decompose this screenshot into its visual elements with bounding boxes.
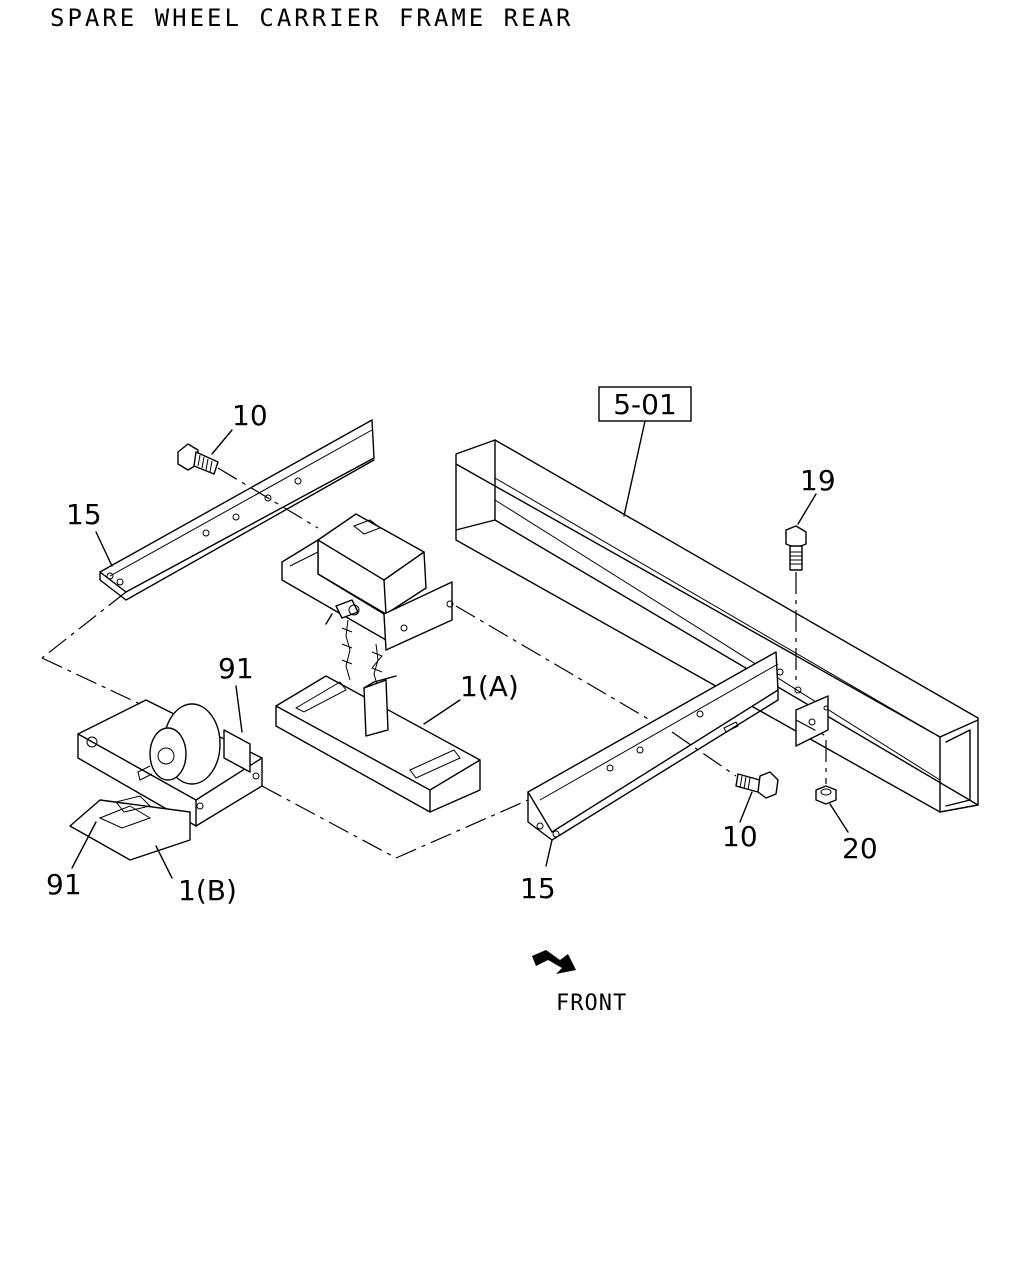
page-title: SPARE WHEEL CARRIER FRAME REAR (50, 4, 574, 32)
front-label: FRONT (556, 991, 627, 1016)
nut-20 (815, 785, 837, 805)
bracket-top-left (99, 419, 375, 601)
bracket-lower-right (527, 651, 802, 841)
leader-lines (71, 429, 849, 879)
arrow-icon (532, 950, 576, 974)
callout-bracket-15-top: 15 (66, 498, 102, 531)
carrier-a-tray (275, 675, 481, 813)
reference-box: 5-01 (598, 386, 692, 517)
callout-bolt-10-top: 10 (232, 399, 268, 432)
callout-bolt-19: 19 (800, 464, 836, 497)
frame-rail (455, 439, 979, 813)
bolt-lower-right (735, 771, 779, 799)
reference-label: 5-01 (613, 388, 677, 421)
callout-carrier-1a: 1(A) (460, 670, 519, 703)
bolt-19 (785, 525, 807, 571)
bracket-plate-right (795, 695, 829, 747)
callout-bracket-15-lower: 15 (520, 872, 556, 905)
bolt-top-left (177, 443, 219, 475)
chain (341, 619, 383, 689)
callout-91-lower: 91 (46, 868, 82, 901)
callout-nut-20: 20 (842, 832, 878, 865)
assembly-lines (41, 467, 827, 859)
carrier-a-upper (281, 513, 454, 651)
callout-91-upper: 91 (218, 652, 254, 685)
carrier-b (69, 699, 263, 861)
callout-bolt-10-lower: 10 (722, 820, 758, 853)
callout-carrier-1b: 1(B) (178, 874, 237, 907)
